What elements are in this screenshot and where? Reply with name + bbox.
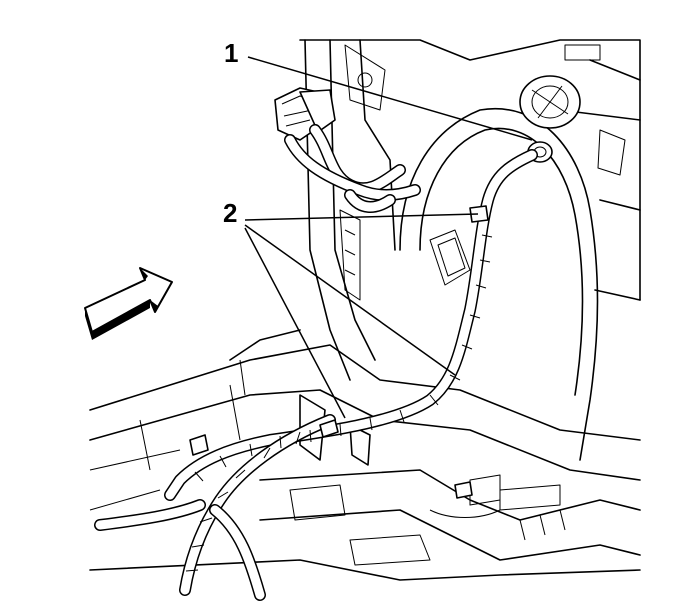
callout-1: 1: [224, 38, 238, 68]
leader-line-2c: [244, 227, 346, 419]
wiring-harness: [94, 149, 538, 601]
leader-lines: [244, 56, 533, 419]
body-structure: [89, 39, 641, 581]
grommet: [519, 75, 581, 163]
callout-2: 2: [223, 198, 237, 228]
leader-line-1: [247, 56, 533, 141]
front-arrow-icon: [84, 267, 173, 340]
leader-line-2b: [244, 224, 456, 376]
electrical-connectors: [274, 87, 421, 213]
leader-line-2a: [244, 213, 479, 221]
